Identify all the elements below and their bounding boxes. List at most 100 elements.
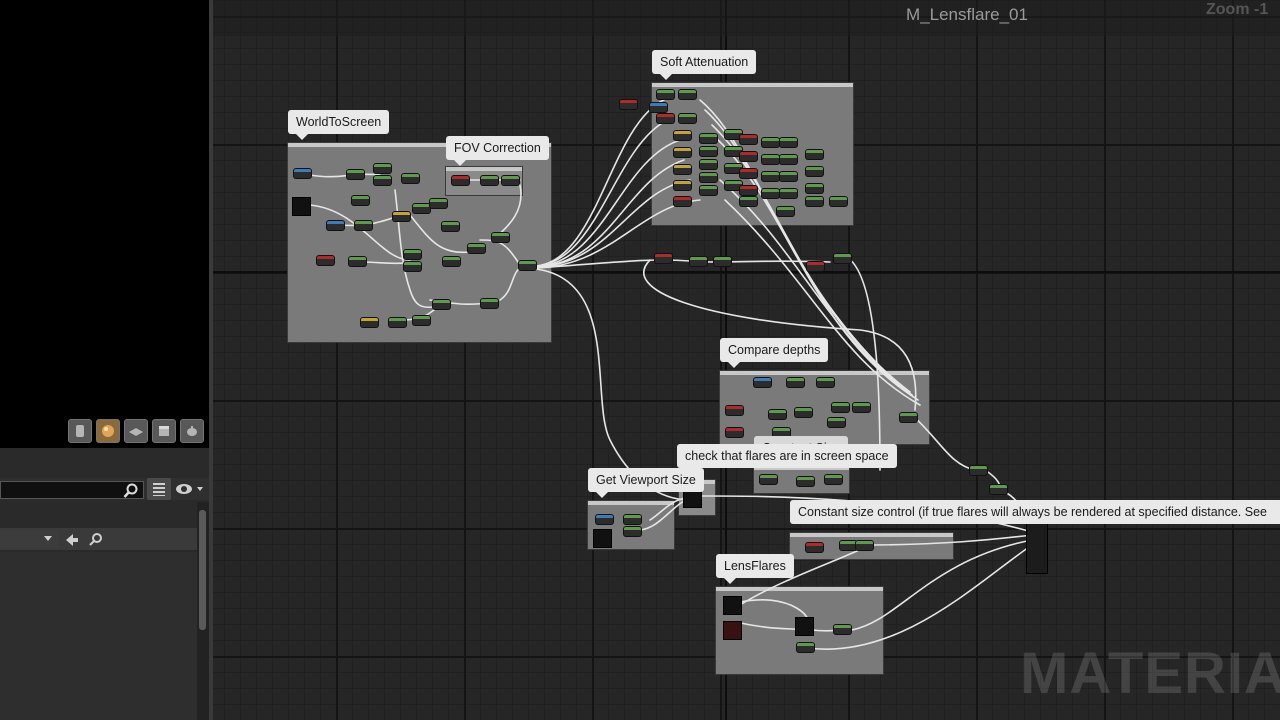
material-node[interactable] [674, 148, 691, 157]
material-node[interactable] [762, 172, 779, 181]
material-node[interactable] [725, 130, 742, 139]
material-preview-viewport[interactable] [0, 0, 209, 448]
material-node[interactable] [726, 428, 743, 437]
material-node[interactable] [834, 254, 851, 263]
material-node[interactable] [828, 418, 845, 427]
texture-node[interactable] [724, 597, 741, 614]
material-node[interactable] [389, 318, 406, 327]
material-result-node[interactable] [1027, 517, 1047, 573]
chevron-down-icon[interactable] [44, 536, 52, 541]
material-node[interactable] [990, 485, 1007, 494]
material-node[interactable] [443, 257, 460, 266]
material-node[interactable] [347, 170, 364, 179]
comment-label-get-viewport-size[interactable]: Get Viewport Size [588, 468, 704, 498]
material-node[interactable] [374, 176, 391, 185]
teapot-icon[interactable] [180, 419, 204, 443]
texture-node[interactable] [594, 530, 611, 547]
material-node[interactable] [806, 167, 823, 176]
material-node[interactable] [624, 527, 641, 536]
material-node[interactable] [413, 204, 430, 213]
material-node[interactable] [754, 378, 771, 387]
sphere-icon[interactable] [96, 419, 120, 443]
material-node[interactable] [413, 316, 430, 325]
material-node[interactable] [433, 300, 450, 309]
material-node[interactable] [797, 477, 814, 486]
material-node[interactable] [725, 164, 742, 173]
material-node[interactable] [468, 244, 485, 253]
material-node[interactable] [700, 147, 717, 156]
material-node[interactable] [840, 541, 857, 550]
material-node[interactable] [492, 233, 509, 242]
texture-node[interactable] [724, 622, 741, 639]
material-node[interactable] [762, 155, 779, 164]
material-node[interactable] [725, 181, 742, 190]
material-node[interactable] [402, 174, 419, 183]
material-node[interactable] [624, 515, 641, 524]
material-node[interactable] [700, 186, 717, 195]
material-node[interactable] [714, 257, 731, 266]
texture-node[interactable] [293, 198, 310, 215]
material-node[interactable] [374, 164, 391, 173]
material-node[interactable] [327, 221, 344, 230]
material-node[interactable] [825, 475, 842, 484]
grid-view-icon[interactable] [147, 478, 171, 500]
material-node[interactable] [655, 254, 672, 263]
material-node[interactable] [294, 169, 311, 178]
cylinder-icon[interactable] [68, 419, 92, 443]
texture-node[interactable] [796, 618, 813, 635]
material-node[interactable] [404, 250, 421, 259]
material-node[interactable] [596, 515, 613, 524]
plane-icon[interactable] [124, 419, 148, 443]
material-node[interactable] [740, 135, 757, 144]
material-node[interactable] [795, 408, 812, 417]
material-node[interactable] [355, 221, 372, 230]
material-node[interactable] [700, 134, 717, 143]
back-arrow-icon[interactable] [64, 532, 80, 548]
eye-icon[interactable] [174, 481, 208, 497]
material-node[interactable] [856, 541, 873, 550]
material-node[interactable] [650, 103, 667, 112]
material-node[interactable] [674, 131, 691, 140]
material-node[interactable] [740, 169, 757, 178]
comment-label-compare-depths[interactable]: Compare depths [720, 338, 829, 368]
material-node[interactable] [352, 196, 369, 205]
material-node[interactable] [970, 466, 987, 475]
material-node[interactable] [700, 173, 717, 182]
category-dropdown[interactable] [0, 530, 58, 548]
material-node[interactable] [760, 475, 777, 484]
material-node[interactable] [481, 176, 498, 185]
material-node[interactable] [700, 160, 717, 169]
material-node[interactable] [780, 172, 797, 181]
material-node[interactable] [834, 625, 851, 634]
material-node[interactable] [740, 197, 757, 206]
material-node[interactable] [806, 150, 823, 159]
material-node[interactable] [762, 138, 779, 147]
material-node[interactable] [726, 406, 743, 415]
material-node[interactable] [679, 90, 696, 99]
material-node[interactable] [657, 90, 674, 99]
comment-label-soft-attenuation[interactable]: Soft Attenuation [652, 50, 757, 80]
material-node[interactable] [853, 403, 870, 412]
material-node[interactable] [349, 257, 366, 266]
material-node[interactable] [725, 147, 742, 156]
material-node[interactable] [806, 197, 823, 206]
material-node[interactable] [806, 184, 823, 193]
material-node[interactable] [740, 152, 757, 161]
scrollbar-thumb[interactable] [199, 510, 206, 630]
details-search-input[interactable] [0, 481, 144, 499]
material-node[interactable] [674, 197, 691, 206]
material-node[interactable] [832, 403, 849, 412]
material-node[interactable] [393, 212, 410, 221]
material-node[interactable] [773, 428, 790, 437]
material-node[interactable] [740, 186, 757, 195]
material-node[interactable] [674, 165, 691, 174]
material-node[interactable] [797, 643, 814, 652]
material-node[interactable] [769, 410, 786, 419]
material-node[interactable] [830, 197, 847, 206]
comment-label-screen-space-check[interactable]: check that flares are in screen space [677, 444, 897, 474]
cube-icon[interactable] [152, 419, 176, 443]
material-node[interactable] [679, 114, 696, 123]
material-node[interactable] [502, 176, 519, 185]
material-node[interactable] [787, 378, 804, 387]
material-node[interactable] [317, 256, 334, 265]
